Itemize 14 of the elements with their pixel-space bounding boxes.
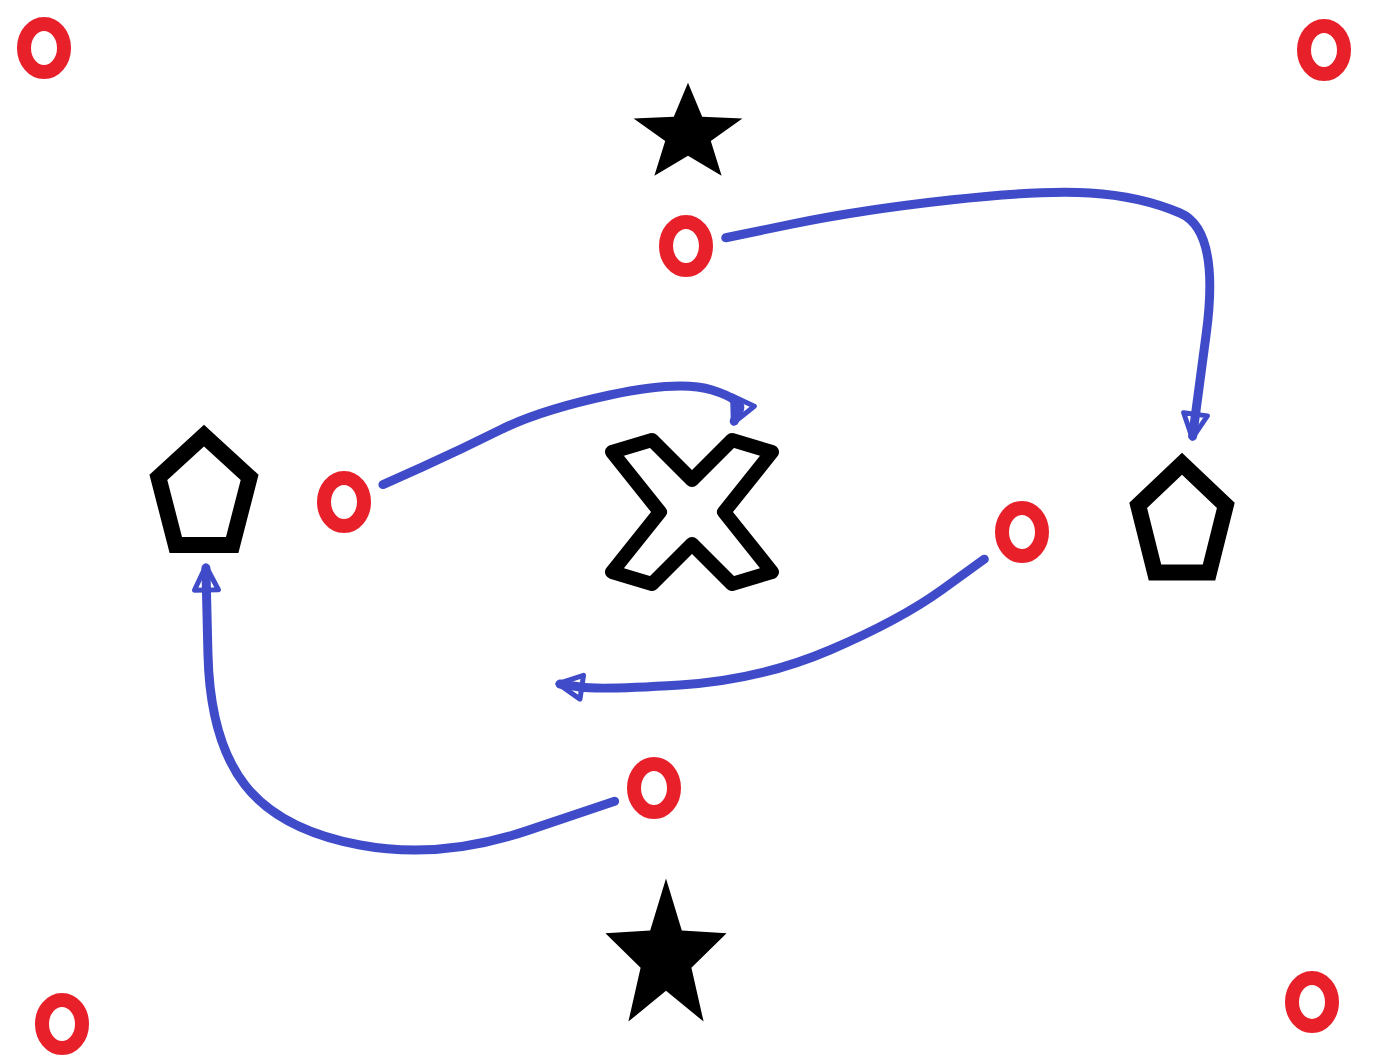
arrow <box>378 381 757 490</box>
ring-marker <box>34 992 90 1056</box>
ring-marker <box>1284 970 1340 1034</box>
ring-marker <box>16 16 72 80</box>
ring-marker <box>658 214 714 278</box>
arrow <box>191 563 620 855</box>
pentagon-marker <box>1130 448 1234 584</box>
ring-marker <box>994 500 1050 564</box>
arrow <box>721 187 1215 441</box>
pentagon-marker <box>150 420 258 556</box>
ring-marker <box>1296 18 1352 82</box>
ring-marker <box>626 756 682 820</box>
arrow <box>555 554 989 702</box>
ring-marker <box>316 470 372 534</box>
